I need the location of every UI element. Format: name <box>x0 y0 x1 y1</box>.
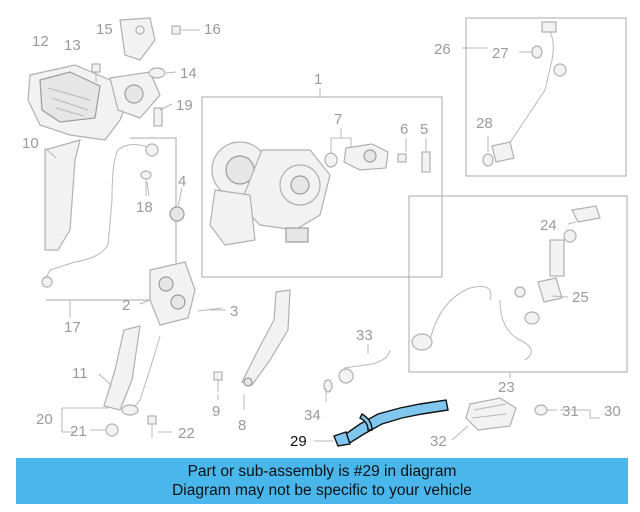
callout-1: 1 <box>314 71 322 88</box>
callout-30: 30 <box>604 403 621 420</box>
banner-line-disclaimer: Diagram may not be specific to your vehi… <box>172 482 472 499</box>
callout-14: 14 <box>180 65 197 82</box>
callout-6: 6 <box>400 121 408 138</box>
manifold-bracket <box>109 17 161 119</box>
callout-25: 25 <box>572 289 589 306</box>
callout-19: 19 <box>176 97 193 114</box>
leader-lines <box>44 29 577 441</box>
gasket-34 <box>323 379 333 393</box>
callout-3: 3 <box>230 303 238 320</box>
callout-22: 22 <box>178 425 195 442</box>
callout-12: 12 <box>32 33 49 50</box>
bolt-22 <box>147 415 157 438</box>
turbocharger <box>209 141 331 246</box>
turbo-assembly-box <box>201 96 443 278</box>
gasket-31 <box>534 404 548 416</box>
callout-20: 20 <box>36 411 53 428</box>
bracket-20-line <box>61 408 76 433</box>
sensor-5 <box>421 151 431 173</box>
washer-21 <box>105 423 119 437</box>
callout-32: 32 <box>430 433 447 450</box>
coolant-hoses <box>411 205 601 361</box>
callout-11: 11 <box>72 365 88 382</box>
bolt-6 <box>397 153 407 163</box>
callout-23: 23 <box>498 379 515 396</box>
bracket-group-box <box>130 137 177 300</box>
bracket-30-line <box>560 409 600 419</box>
callout-13: 13 <box>64 37 81 54</box>
callout-27: 27 <box>492 45 509 62</box>
banjo-bolt-18 <box>140 170 152 196</box>
callout-34: 34 <box>304 407 321 424</box>
exhaust-flange-32 <box>465 397 517 431</box>
callout-24: 24 <box>540 217 557 234</box>
coolant-pipe-box <box>465 17 627 177</box>
exhaust-manifold-shield <box>27 64 131 141</box>
support-bracket-11 <box>103 325 161 416</box>
bolt-9 <box>213 371 223 392</box>
stud-19 <box>153 107 163 127</box>
callout-26: 26 <box>434 41 451 58</box>
turbo-flange-gasket <box>149 261 196 326</box>
coolant-return-pipe <box>482 21 567 167</box>
wastegate-actuator <box>324 143 389 171</box>
bracket-8 <box>241 289 291 387</box>
callout-4: 4 <box>178 173 186 190</box>
callout-labels: 1 2 3 4 5 6 7 8 9 10 11 12 13 14 15 16 1… <box>22 21 621 450</box>
plug-4 <box>169 206 185 222</box>
highlighted-part-29 <box>333 399 449 447</box>
callout-9: 9 <box>212 403 220 420</box>
banner-line-part: Part or sub-assembly is #29 in diagram <box>187 463 457 480</box>
callout-15: 15 <box>96 21 113 38</box>
callout-7: 7 <box>334 111 342 128</box>
pipe-33 <box>338 349 391 384</box>
callout-17: 17 <box>64 319 81 336</box>
callout-16: 16 <box>204 21 221 38</box>
info-banner: Part or sub-assembly is #29 in diagram D… <box>16 458 628 504</box>
callout-18: 18 <box>136 199 153 216</box>
callout-31: 31 <box>562 403 579 420</box>
callout-2: 2 <box>122 297 130 314</box>
bolt-13 <box>91 63 101 82</box>
callout-5: 5 <box>420 121 428 138</box>
oil-feed-line <box>41 139 159 288</box>
callout-21: 21 <box>70 423 87 440</box>
callout-29: 29 <box>290 433 307 450</box>
hose-assembly-box <box>408 195 628 373</box>
callout-33: 33 <box>356 327 373 344</box>
callout-8: 8 <box>238 417 246 434</box>
callout-28: 28 <box>476 115 493 132</box>
callout-10: 10 <box>22 135 39 152</box>
gasket-14 <box>148 67 166 79</box>
